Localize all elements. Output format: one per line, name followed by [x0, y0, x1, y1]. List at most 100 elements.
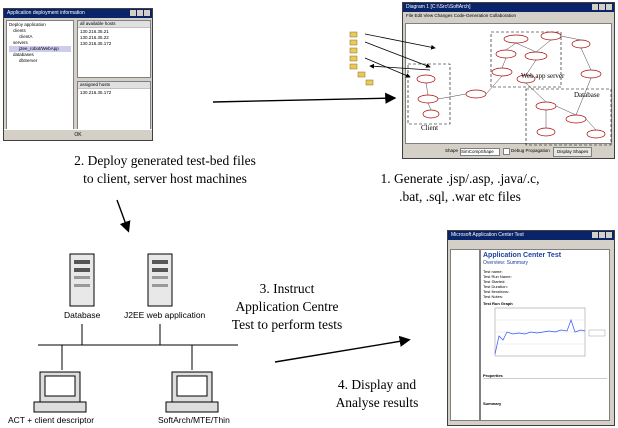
diagram-edge	[535, 39, 552, 53]
j2ee-server-icon	[147, 253, 173, 307]
maximize-icon[interactable]	[599, 232, 605, 238]
diagram-node	[580, 69, 602, 79]
database-region	[525, 88, 612, 146]
step1-caption: 1. Generate .jsp/.asp, .java/.c, .bat, .…	[330, 170, 590, 206]
graph-legend	[588, 329, 606, 337]
window-controls	[592, 232, 612, 238]
folder-icon	[349, 63, 358, 70]
diagram-edge	[575, 77, 592, 116]
diagram-edge	[425, 82, 429, 96]
tree-item[interactable]: servers	[13, 40, 28, 45]
deploy-dialog-titlebar: Application deployment information	[4, 9, 152, 18]
diagram-edge	[515, 42, 537, 53]
mapping-arrow	[364, 41, 431, 68]
step1-line1: 1. Generate .jsp/.asp, .java/.c,	[380, 171, 540, 186]
minimize-icon[interactable]	[130, 10, 136, 16]
tree-item[interactable]: databases	[13, 52, 34, 57]
debug-checkbox[interactable]	[503, 148, 510, 155]
act-label: ACT + client descriptor	[8, 415, 95, 425]
client-pc-icon	[33, 371, 87, 413]
minimize-icon[interactable]	[592, 4, 598, 10]
test-run-graph	[494, 307, 606, 357]
mapping-arrow	[369, 63, 431, 71]
softarch-pc-icon	[165, 371, 219, 413]
debug-propagation-label: Debug Propagation	[511, 148, 550, 153]
diagram-node	[422, 109, 440, 119]
assigned-hosts-list: assigned hosts 130.216.35.172	[77, 81, 151, 130]
diagram-node	[465, 89, 487, 99]
step1-line2: .bat, .sql, .war etc files	[399, 189, 521, 204]
diagram-editor-titlebar: Diagram 1 [C:\\Src\\SoftArch]	[403, 3, 614, 12]
diagram-edge	[485, 75, 503, 95]
tree-item[interactable]: clients	[13, 28, 26, 33]
j2ee-label: J2EE web application	[124, 310, 206, 320]
available-hosts-list: all available hosts 130.216.35.21 130.21…	[77, 20, 151, 78]
report-field: Test Started:	[483, 279, 506, 284]
tree-item[interactable]: j2ee_robot/WebApp	[9, 46, 71, 52]
diagram-graph	[407, 31, 612, 146]
folder-icon	[365, 79, 374, 86]
host-item[interactable]: 130.216.35.22	[80, 35, 109, 40]
diagram-node	[503, 34, 529, 44]
diagram-node	[535, 101, 557, 111]
close-icon[interactable]	[606, 4, 612, 10]
properties-label: Properties	[483, 373, 503, 378]
act-report-tree[interactable]	[450, 249, 480, 421]
web-app-server-label: Web app server	[521, 72, 565, 80]
display-shapes-button[interactable]: Display Shapes	[553, 147, 593, 157]
shape-label: Shape	[445, 148, 459, 153]
diagram-edge	[525, 82, 547, 103]
minimize-icon[interactable]	[592, 232, 598, 238]
maximize-icon[interactable]	[137, 10, 143, 16]
host-item[interactable]: 130.216.35.172	[80, 90, 112, 95]
diagram-toolbar-bottom: Shape SimCompShape Debug Propagation Dis…	[405, 146, 612, 157]
close-icon[interactable]	[144, 10, 150, 16]
diagram-menubar[interactable]: File Edit View Changes Code-Generation C…	[403, 12, 614, 19]
deploy-dialog-title: Application deployment information	[7, 10, 85, 16]
shape-select[interactable]: SimCompShape	[460, 148, 500, 156]
step3-caption: 3. Instruct Application Centre Test to p…	[222, 280, 352, 334]
act-report-title: Microsoft Application Center Test	[451, 232, 524, 238]
network-diagram	[33, 253, 238, 413]
diagram-edge	[560, 35, 582, 41]
step4-caption: 4. Display and Analyse results	[322, 376, 432, 412]
diagram-node	[536, 127, 556, 137]
web-app-server-region	[490, 31, 562, 88]
database-label: Database	[64, 310, 101, 320]
ok-button[interactable]: OK	[4, 129, 152, 140]
folder-icon	[357, 71, 366, 78]
report-field: Test Run Name:	[483, 274, 512, 279]
database-label: Database	[574, 91, 600, 99]
summary-label: Summary	[483, 401, 502, 406]
diagram-node	[540, 31, 562, 41]
diagram-canvas[interactable]: Web app server Client Database	[405, 23, 612, 146]
close-icon[interactable]	[606, 232, 612, 238]
diagram-edge	[580, 47, 592, 71]
generate-to-deploy-arrow	[212, 92, 397, 104]
diagram-node	[586, 129, 606, 139]
diagram-edge	[437, 93, 467, 100]
diagram-edge	[501, 57, 507, 69]
act-report-content: Application Center Test Overview: Summar…	[480, 249, 610, 421]
report-field: Test Notes:	[483, 294, 504, 299]
diagram-node	[571, 39, 591, 49]
host-item[interactable]: 130.216.35.172	[80, 41, 112, 46]
diagram-node	[524, 51, 548, 61]
step4-line1: 4. Display and	[337, 377, 417, 392]
graph-series-line	[494, 318, 586, 355]
diagram-edge	[555, 105, 577, 116]
tree-item[interactable]: dbServer	[19, 58, 38, 63]
assigned-hosts-header: assigned hosts	[78, 82, 150, 89]
tree-item[interactable]: clientA	[19, 34, 33, 39]
diagram-node	[565, 114, 587, 124]
diagram-edge	[525, 59, 537, 76]
folder-icon	[349, 47, 358, 54]
host-item[interactable]: 130.216.35.21	[80, 29, 109, 34]
step3-line3: Test to perform tests	[231, 317, 343, 332]
maximize-icon[interactable]	[599, 4, 605, 10]
report-subheading: Overview: Summary	[483, 260, 529, 266]
tree-item[interactable]: Deploy application	[9, 22, 46, 27]
diagram-node	[491, 67, 513, 77]
diagram-node	[495, 49, 517, 59]
available-hosts-header: all available hosts	[78, 21, 150, 28]
